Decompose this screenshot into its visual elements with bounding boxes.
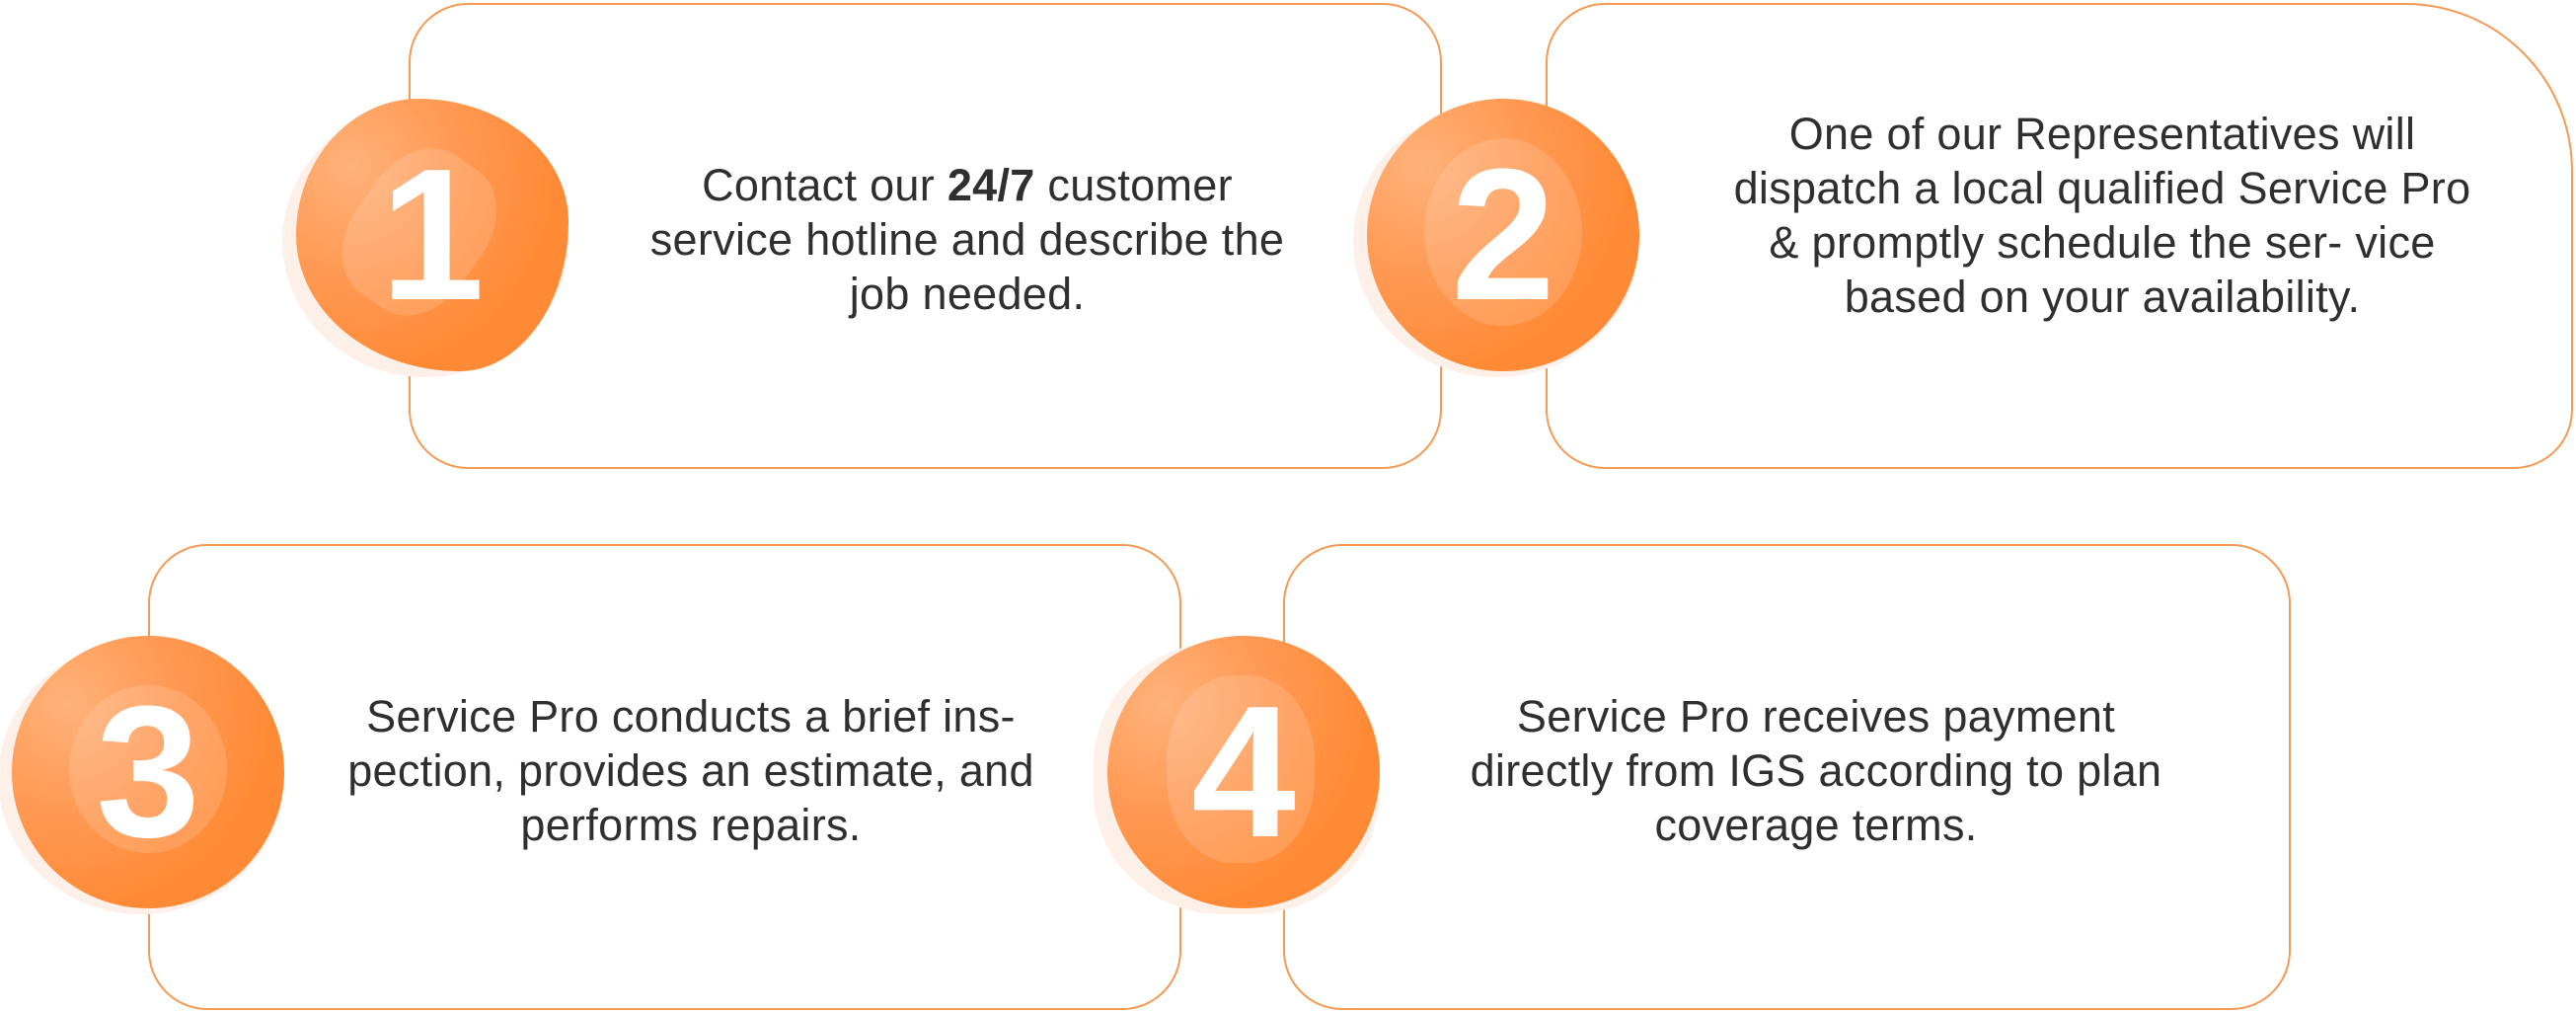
step-text-1-part: Contact our — [702, 160, 947, 210]
step-card-2 — [1546, 3, 2573, 469]
step-number-4: 4 — [1191, 667, 1296, 877]
step-badge-3: 3 — [0, 636, 284, 914]
step-badge-4: 4 — [1094, 636, 1380, 914]
step-card-1 — [409, 3, 1442, 469]
step-text-2: One of our Representatives will dispatch… — [1733, 109, 2471, 322]
step-text-1-rest: customer service hotline and describe th… — [649, 160, 1285, 319]
step-text-1: Contact our 24/7 customer service hotlin… — [632, 158, 1303, 321]
step-text-4: Service Pro receives payment directly fr… — [1470, 691, 2162, 850]
badge-disc — [12, 636, 284, 908]
step-badge-1: 1 — [282, 99, 568, 377]
step-text-1-bold: 24/7 — [947, 160, 1035, 210]
step-text-3: Service Pro conducts a brief ins- pectio… — [347, 691, 1034, 850]
payment-icon — [1167, 675, 1315, 863]
badge-disc — [296, 99, 568, 371]
step-number-2: 2 — [1451, 130, 1555, 340]
step-number-1: 1 — [380, 130, 485, 340]
badge-disc — [1367, 99, 1639, 371]
step-card-4 — [1283, 544, 2291, 1010]
gear-icon — [69, 685, 227, 853]
step-card-3 — [148, 544, 1181, 1010]
step-badge-2: 2 — [1353, 99, 1639, 377]
worker-icon — [1424, 138, 1582, 326]
badge-disc — [1107, 636, 1380, 908]
step-number-3: 3 — [96, 667, 200, 877]
